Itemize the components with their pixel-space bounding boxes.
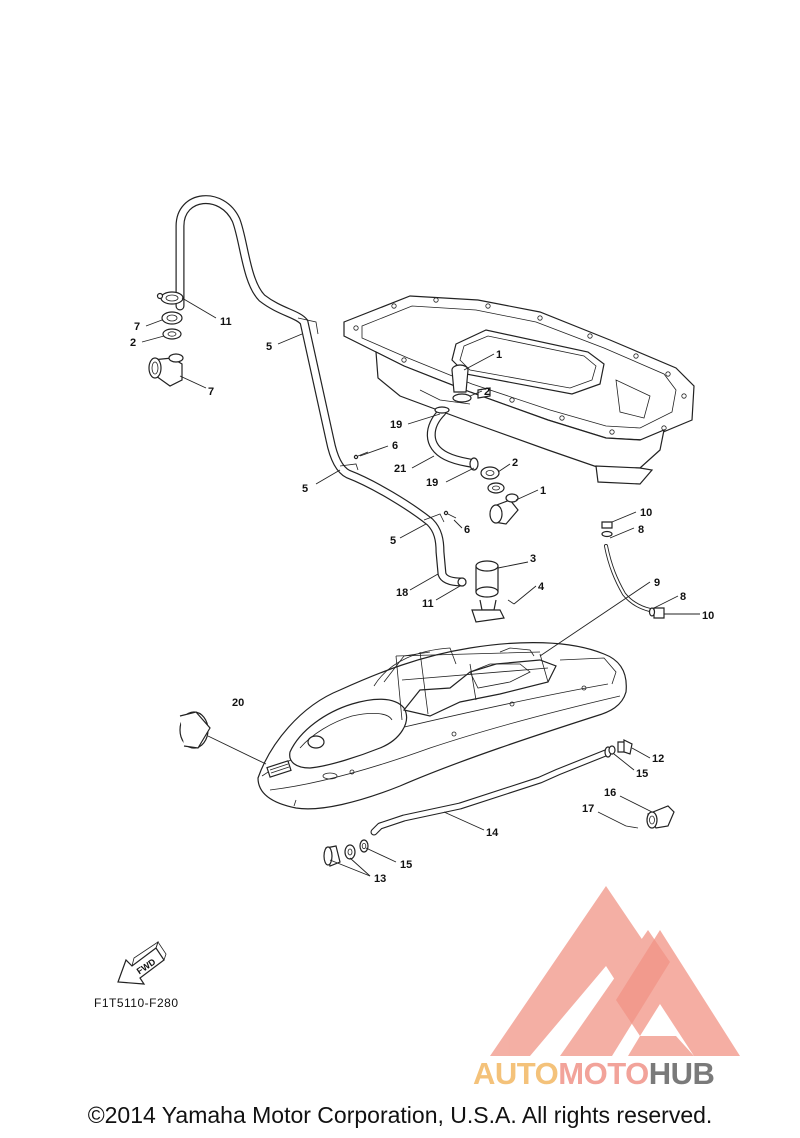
callout-5-top: 5 [266, 341, 272, 353]
callout-1-tank: 1 [496, 349, 502, 361]
callout-4: 4 [538, 581, 545, 593]
callout-20: 20 [232, 697, 244, 709]
callout-18: 18 [396, 587, 408, 599]
callout-21: 21 [394, 463, 406, 475]
watermark-brand: AUTOMOTOHUB [473, 1056, 715, 1092]
fitting-16 [625, 805, 675, 829]
drawing-code: F1T5110-F280 [94, 996, 179, 1010]
callout-19-upper: 19 [390, 419, 402, 431]
clamp-11-top [156, 291, 184, 305]
boat-hull [257, 642, 627, 810]
callout-7-grommet: 7 [134, 321, 140, 333]
callout-6-lower: 6 [464, 524, 470, 536]
watermark-moto: MOTO [558, 1056, 649, 1091]
leader-lines [141, 297, 700, 877]
callout-11-top: 11 [220, 316, 232, 328]
vent-fitting-7 [148, 353, 184, 387]
drain-plug-12 [608, 739, 633, 755]
callout-19-lower: 19 [426, 477, 438, 489]
filler-hose-21 [426, 406, 479, 471]
callout-5-lower: 5 [390, 535, 396, 547]
clips-6 [353, 451, 457, 519]
callout-15-lower: 15 [400, 859, 412, 871]
vent-hose-5 [175, 195, 467, 587]
callout-16: 16 [604, 787, 616, 799]
callout-2-lower: 2 [512, 457, 518, 469]
callout-11-lower: 11 [422, 598, 434, 610]
callout-8-lower: 8 [680, 591, 686, 603]
callout-15-upper: 15 [636, 768, 648, 780]
watermark-auto: AUTO [473, 1056, 559, 1091]
callout-17: 17 [582, 803, 594, 815]
watermark-logo [490, 886, 740, 1056]
callout-8-upper: 8 [638, 524, 644, 536]
callout-5-middle: 5 [302, 483, 308, 495]
drain-tube-9 [601, 521, 665, 619]
callout-12: 12 [652, 753, 664, 765]
callout-3: 3 [530, 553, 536, 565]
fuel-filter-3 [471, 560, 515, 623]
callout-10-lower: 10 [702, 610, 714, 622]
callout-numbers: 1 2 19 21 19 2 1 6 5 7 11 2 7 5 6 5 3 18… [130, 316, 714, 885]
watermark-hub: HUB [648, 1056, 715, 1091]
bilge-cap-20 [179, 711, 211, 749]
grommet-7-top [161, 311, 183, 340]
callout-14: 14 [486, 827, 499, 839]
callout-2-top: 2 [130, 337, 136, 349]
drain-plug-13 [323, 839, 369, 867]
callout-13: 13 [374, 873, 386, 885]
callout-10-upper: 10 [640, 507, 652, 519]
tank-fittings [451, 364, 519, 525]
callout-2-tank: 2 [484, 386, 490, 398]
copyright-notice: ©2014 Yamaha Motor Corporation, U.S.A. A… [87, 1102, 713, 1128]
fwd-arrow-icon: FWD [117, 941, 167, 985]
callout-9: 9 [654, 577, 660, 589]
callout-6-upper: 6 [392, 440, 398, 452]
fuel-tank [343, 295, 695, 485]
callout-1-lower: 1 [540, 485, 546, 497]
callout-7-fitting: 7 [208, 386, 214, 398]
